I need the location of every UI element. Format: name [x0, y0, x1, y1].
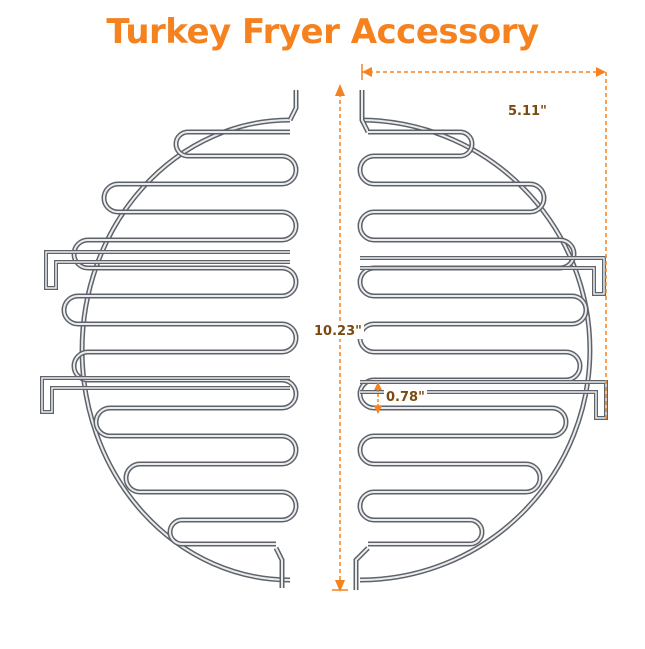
- width-dimension-line: [361, 64, 607, 420]
- width-dimension-label: 5.11": [506, 104, 549, 119]
- height-dimension-label: 10.23": [312, 324, 364, 339]
- spacing-dimension-line: [374, 382, 382, 414]
- spacing-dimension-label: 0.78": [384, 390, 427, 405]
- right-serpentine-wire: [357, 129, 589, 547]
- right-rack-half: [353, 90, 608, 590]
- left-rack-half: [40, 90, 299, 588]
- left-serpentine-wire: [61, 129, 299, 547]
- page-title: Turkey Fryer Accessory: [106, 12, 539, 52]
